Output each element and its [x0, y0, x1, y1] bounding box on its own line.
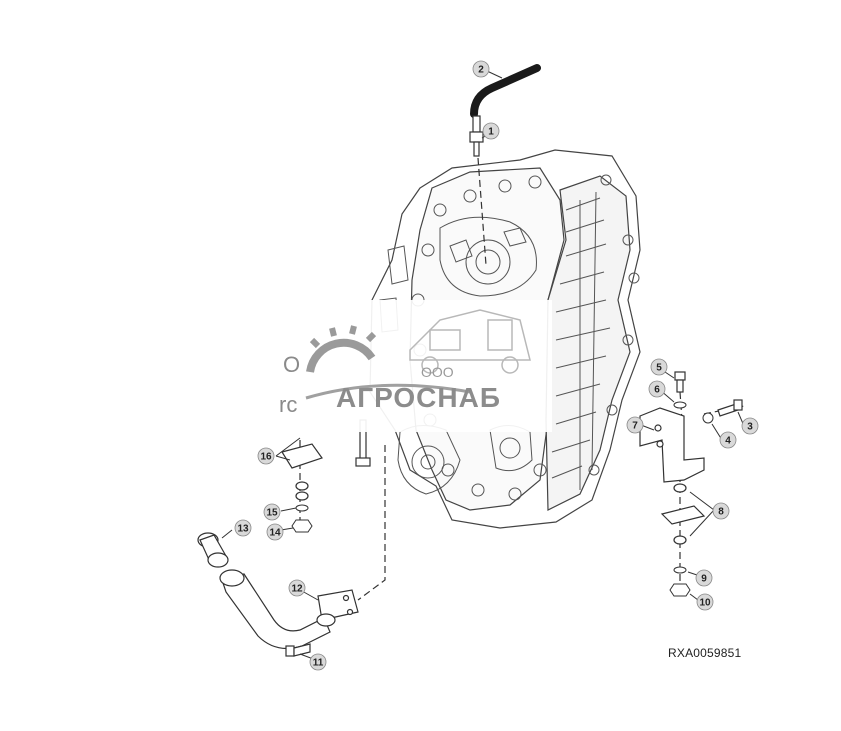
- callout-circle: [650, 358, 668, 376]
- callout-circle: [257, 447, 275, 465]
- callout-13: 13: [234, 519, 252, 537]
- washer-9: [673, 566, 687, 574]
- callout-16: 16: [257, 447, 275, 465]
- watermark-prefix: ООО: [421, 364, 454, 380]
- callout-3: 3: [741, 417, 759, 435]
- callout-number: 4: [725, 436, 731, 447]
- watermark-gear-icon: [306, 325, 377, 373]
- nut-10: [669, 583, 691, 597]
- callout-15: 15: [263, 503, 281, 521]
- callout-14: 14: [266, 523, 284, 541]
- callout-number: 12: [291, 584, 303, 595]
- callout-9: 9: [695, 569, 713, 587]
- callout-circle: [263, 503, 281, 521]
- callout-2: 2: [472, 60, 490, 78]
- watermark-fragment-1: О: [283, 352, 301, 377]
- callout-12: 12: [288, 579, 306, 597]
- watermark-swoosh: [305, 383, 471, 400]
- callout-number: 5: [656, 363, 662, 374]
- bracket-bolt-5: [674, 371, 686, 393]
- callout-8: 8: [712, 502, 730, 520]
- callout-circle: [719, 431, 737, 449]
- isolator-mount-16: [281, 443, 323, 501]
- callout-circle: [482, 122, 500, 140]
- callout-number: 1: [488, 127, 494, 138]
- callout-number: 3: [747, 422, 753, 433]
- callout-circle: [626, 416, 644, 434]
- callout-5: 5: [650, 358, 668, 376]
- callout-number: 14: [269, 528, 281, 539]
- watermark-company-name: АГРОСНАБ: [336, 382, 501, 413]
- pipe-bolt: [285, 643, 311, 657]
- callout-circle: [266, 523, 284, 541]
- callout-circle: [309, 653, 327, 671]
- washer-6: [673, 401, 687, 409]
- pipe-coupler: [197, 532, 229, 568]
- callout-circle: [648, 380, 666, 398]
- callout-6: 6: [648, 380, 666, 398]
- callout-1: 1: [482, 122, 500, 140]
- washer-4: [702, 412, 714, 424]
- callout-number: 13: [237, 524, 249, 535]
- callout-number: 7: [632, 421, 638, 432]
- callout-circle: [472, 60, 490, 78]
- figure-reference-code: RXA0059851: [668, 646, 742, 660]
- callout-circle: [741, 417, 759, 435]
- callout-4: 4: [719, 431, 737, 449]
- callout-10: 10: [696, 593, 714, 611]
- breather-hose: [470, 64, 541, 118]
- callout-number: 2: [478, 65, 484, 76]
- callout-circle: [234, 519, 252, 537]
- callout-11: 11: [309, 653, 327, 671]
- callout-circle: [696, 593, 714, 611]
- callout-number: 16: [260, 452, 272, 463]
- callout-number: 6: [654, 385, 660, 396]
- nut-14: [291, 519, 313, 533]
- breather-fitting: [469, 115, 484, 157]
- callout-number: 11: [313, 658, 324, 669]
- callout-circle: [695, 569, 713, 587]
- bracket-bolt-3: [717, 399, 743, 417]
- callout-number: 8: [718, 507, 724, 518]
- isolator-mount-8: [660, 483, 706, 545]
- callout-number: 10: [699, 598, 711, 609]
- callout-circle: [712, 502, 730, 520]
- callout-7: 7: [626, 416, 644, 434]
- suction-pipe: [219, 569, 359, 649]
- mounting-bracket: [639, 407, 705, 483]
- watermark-harvester-icon: [409, 309, 531, 374]
- callout-circle: [288, 579, 306, 597]
- callout-number: 15: [266, 508, 278, 519]
- callout-number: 9: [701, 574, 707, 585]
- watermark-fragment-2: rc: [279, 392, 298, 417]
- watermark-backdrop: [330, 300, 552, 432]
